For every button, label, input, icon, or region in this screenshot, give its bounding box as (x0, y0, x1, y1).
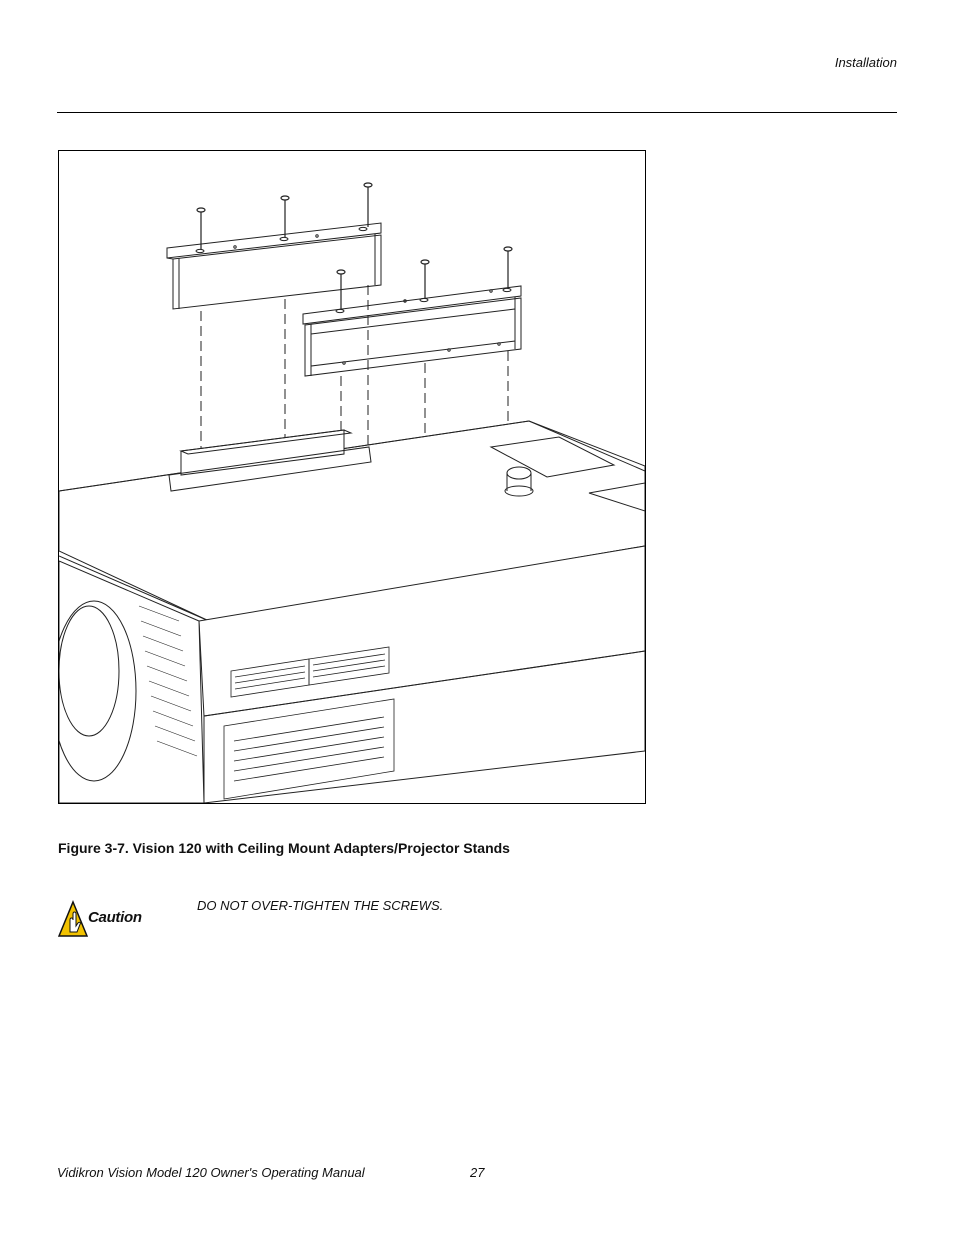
mounting-screws (196, 182, 513, 309)
caution-text: DO NOT OVER-TIGHTEN THE SCREWS. (197, 898, 444, 913)
projector-mount-drawing (59, 182, 645, 803)
projector-body (59, 420, 645, 803)
caution-hand-icon (57, 900, 89, 938)
figure-illustration (58, 150, 646, 804)
footer-page-number: 27 (470, 1165, 485, 1180)
footer-manual-title: Vidikron Vision Model 120 Owner's Operat… (57, 1165, 365, 1180)
header-section-title: Installation (834, 55, 897, 70)
mount-bracket-right (302, 285, 522, 377)
figure-caption: Figure 3-7. Vision 120 with Ceiling Moun… (58, 840, 510, 856)
mount-bracket-left (166, 222, 382, 310)
header-rule (57, 112, 897, 113)
caution-label: Caution (88, 909, 142, 926)
